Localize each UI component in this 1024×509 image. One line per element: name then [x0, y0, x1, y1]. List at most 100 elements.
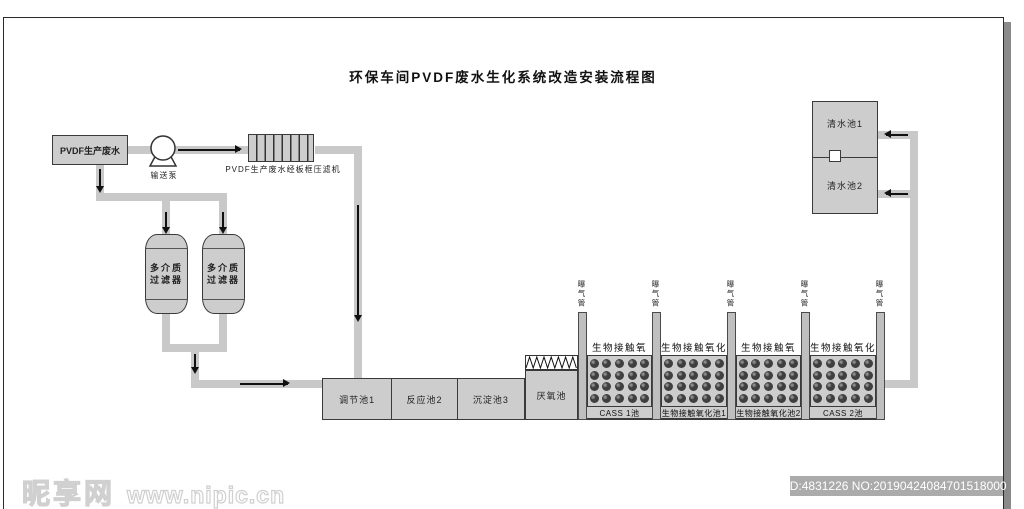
media-ball-icon	[789, 394, 799, 404]
media-ball-icon	[763, 382, 773, 392]
flow-arrow-down	[191, 354, 198, 374]
aeration-pipe-label: 曝气管	[651, 279, 660, 309]
media-ball-icon	[812, 370, 822, 380]
media-ball-icon	[715, 382, 725, 392]
media-ball-icon	[738, 382, 748, 392]
media-ball-icon	[789, 358, 799, 368]
pipe-segment	[96, 193, 227, 201]
filter-press	[248, 134, 314, 162]
media-ball-icon	[676, 382, 686, 392]
aeration-pipe	[727, 312, 736, 420]
media-ball-icon	[663, 394, 673, 404]
basin-cell: 调节池1	[323, 379, 393, 419]
watermark-url: www.nipic.cn	[126, 481, 286, 508]
media-ball-icon	[627, 358, 637, 368]
pipe-segment	[883, 380, 918, 388]
media-ball-icon	[589, 394, 599, 404]
media-ball-icon	[602, 382, 612, 392]
watermark: 昵享网 www.nipic.cn	[21, 472, 286, 509]
media-ball-icon	[812, 394, 822, 404]
media-ball-icon	[864, 370, 874, 380]
media-ball-icon	[689, 382, 699, 392]
media-ball-icon	[689, 394, 699, 404]
media-ball-icon	[689, 358, 699, 368]
media-ball-icon	[715, 370, 725, 380]
media-ball-icon	[702, 394, 712, 404]
source-tank-label: PVDF生产废水	[59, 145, 120, 156]
media-ball-icon	[776, 382, 786, 392]
bio-bottom-label: 生物接触氧化池1	[661, 409, 727, 418]
media-ball-icon	[864, 382, 874, 392]
aeration-pipe	[801, 312, 810, 420]
media-ball-icon	[627, 370, 637, 380]
media-ball-icon	[776, 358, 786, 368]
media-ball-icon	[825, 394, 835, 404]
media-ball-icon	[627, 394, 637, 404]
media-ball-icon	[851, 370, 861, 380]
media-ball-icon	[663, 358, 673, 368]
clean-water-tank: 清水池1 清水池2	[812, 101, 878, 214]
media-ball-icon	[715, 358, 725, 368]
bio-media-tank	[810, 355, 876, 407]
media-ball-icon	[738, 358, 748, 368]
pump-label: 输送泵	[150, 171, 178, 180]
media-ball-icon	[838, 394, 848, 404]
media-ball-icon	[614, 358, 624, 368]
media-ball-icon	[851, 394, 861, 404]
aeration-pipe	[652, 312, 661, 420]
filter-press-label: PVDF生产废水经板框压滤机	[225, 165, 341, 174]
media-ball-icon	[702, 370, 712, 380]
page-shadow	[1004, 22, 1011, 509]
media-ball-icon	[825, 370, 835, 380]
flow-arrow-down	[354, 205, 361, 322]
media-ball-icon	[676, 394, 686, 404]
media-ball-icon	[738, 370, 748, 380]
flow-arrow-down	[96, 169, 103, 193]
pipe-segment	[162, 310, 170, 352]
media-ball-icon	[864, 394, 874, 404]
media-ball-icon	[614, 382, 624, 392]
source-tank: PVDF生产废水	[52, 135, 128, 165]
anaerobic-zigzag-icon	[525, 355, 578, 370]
anaerobic-tank-label: 厌氧池	[536, 390, 567, 401]
watermark-id-bar: ID:4831226 NO:20190424084701518000	[786, 476, 1007, 496]
clean-tank-valve-icon	[829, 150, 841, 162]
media-ball-icon	[614, 394, 624, 404]
basin-cell: 沉淀池3	[458, 379, 524, 419]
media-ball-icon	[838, 358, 848, 368]
media-ball-icon	[589, 370, 599, 380]
media-filter-label-line1: 多介质	[206, 262, 240, 273]
bio-bottom-label: CASS 1池	[599, 409, 640, 418]
bio-media-grid	[588, 356, 651, 406]
media-ball-icon	[851, 358, 861, 368]
diagram-title: 环保车间PVDF废水生化系统改造安装流程图	[349, 70, 657, 85]
flow-arrow-right	[178, 146, 242, 152]
media-ball-icon	[640, 370, 650, 380]
basin-cell-label: 沉淀池3	[472, 394, 509, 405]
media-ball-icon	[763, 358, 773, 368]
media-ball-icon	[614, 370, 624, 380]
bio-bottom-label: 生物接触氧化池2	[736, 409, 801, 418]
aeration-pipe-label: 曝气管	[800, 279, 809, 309]
cylinder-cap-lines	[146, 248, 187, 300]
media-ball-icon	[864, 358, 874, 368]
clean-tank1-label: 清水池1	[826, 118, 863, 129]
aeration-pipe-label: 曝气管	[875, 279, 884, 309]
media-filter-label-line2: 过滤器	[206, 275, 240, 285]
media-ball-icon	[602, 394, 612, 404]
media-ball-icon	[789, 382, 799, 392]
media-ball-icon	[776, 394, 786, 404]
media-ball-icon	[838, 382, 848, 392]
media-ball-icon	[812, 382, 822, 392]
media-ball-icon	[663, 382, 673, 392]
pump-icon	[142, 130, 184, 168]
media-filter-2: 多介质 过滤器	[202, 234, 245, 314]
bio-media-tank	[736, 355, 801, 407]
clean-tank2-label: 清水池2	[826, 180, 863, 191]
anaerobic-tank: 厌氧池	[525, 370, 578, 420]
bio-top-label: 生物接触氧化	[810, 343, 877, 354]
media-ball-icon	[640, 358, 650, 368]
bio-media-tank	[661, 355, 727, 407]
pipe-segment	[219, 310, 227, 352]
